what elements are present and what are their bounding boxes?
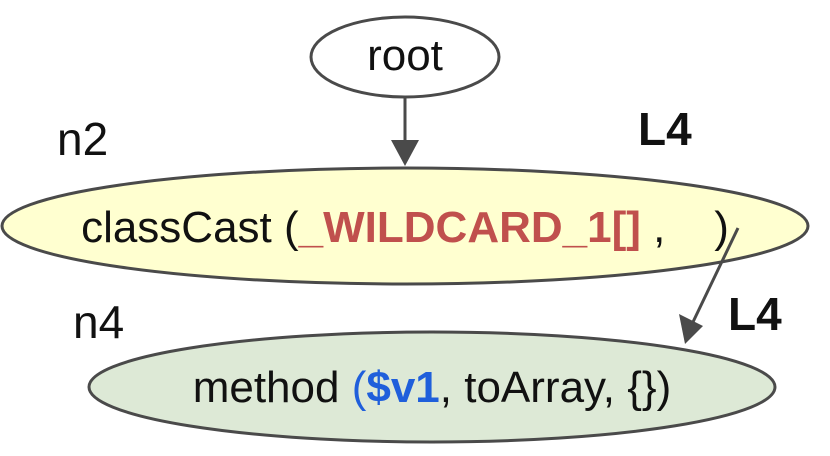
n2-function-name: classCast xyxy=(81,203,272,252)
root-node-label: root xyxy=(367,31,443,80)
n2-node-shape xyxy=(0,166,810,286)
edge-root-to-n2 xyxy=(391,97,419,166)
n4-id-label: n4 xyxy=(73,296,124,348)
n2-open-paren: ( xyxy=(272,203,299,252)
n2-gap xyxy=(665,203,714,252)
edge-n2-to-n4-line xyxy=(691,227,740,323)
n2-separator: , xyxy=(641,203,665,252)
n2-level-label: L4 xyxy=(638,103,692,155)
n4-remaining-args: , toArray, {}) xyxy=(440,363,672,412)
n2-arg-wildcard: _WILDCARD_1[] xyxy=(298,203,641,252)
edge-root-to-n2-arrowhead xyxy=(391,140,419,166)
edge-n2-to-n4 xyxy=(679,227,740,344)
n2-close-paren: ) xyxy=(714,203,729,252)
n4-function-name: method xyxy=(193,363,340,412)
n4-node-text: method ($v1, toArray, {}) xyxy=(193,363,672,412)
n2-id-label: n2 xyxy=(57,113,108,165)
n4-node: method ($v1, toArray, {}) xyxy=(87,330,777,444)
edge-n2-to-n4-arrowhead xyxy=(679,314,703,344)
n2-node: classCast (_WILDCARD_1[] , ) xyxy=(0,166,810,286)
n4-level-label: L4 xyxy=(728,288,782,340)
n2-node-text: classCast (_WILDCARD_1[] , ) xyxy=(81,203,729,252)
root-node: root xyxy=(309,15,501,99)
n4-arg-var: $v1 xyxy=(366,363,439,412)
n4-open-paren: ( xyxy=(339,363,366,412)
n4-node-shape xyxy=(87,330,777,444)
